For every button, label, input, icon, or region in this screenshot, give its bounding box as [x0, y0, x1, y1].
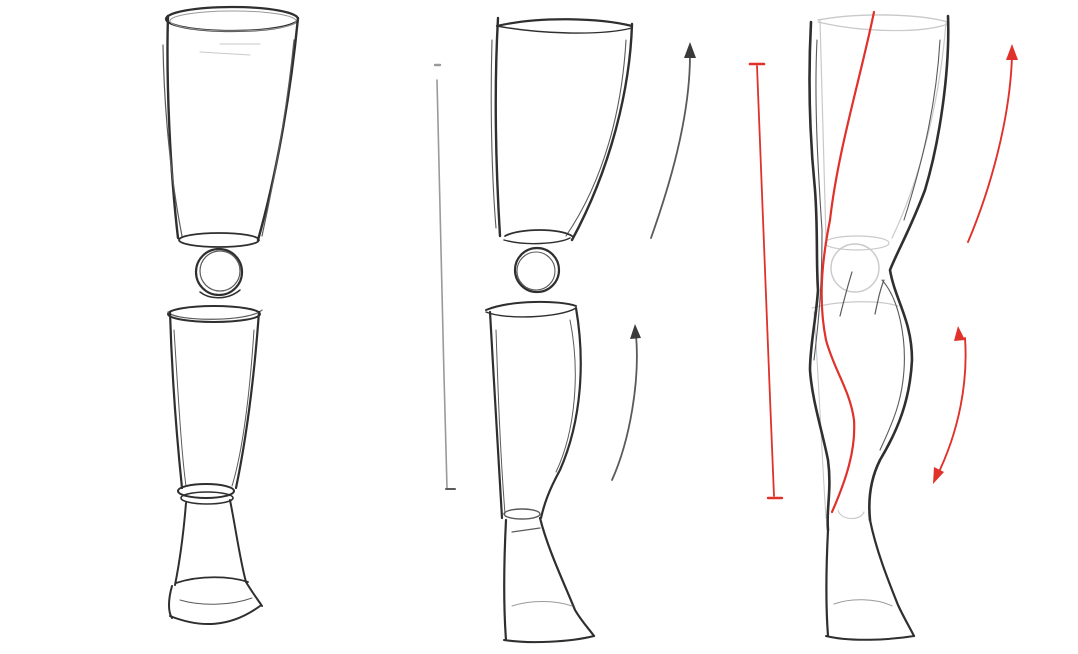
knee-sphere — [513, 246, 561, 294]
construction-underlay — [811, 14, 949, 520]
red-length-guide — [748, 62, 784, 500]
thigh-cylinder — [490, 16, 634, 245]
thigh-curve-arrow — [650, 42, 696, 239]
foot-block — [503, 516, 596, 644]
shin-cylinder — [167, 305, 263, 490]
panel-curved-forms — [433, 16, 696, 644]
panel-final-contour — [748, 10, 1018, 641]
shin-curve-arrow — [611, 324, 641, 481]
shin-cylinder — [485, 300, 582, 520]
panel-basic-forms — [162, 5, 300, 625]
length-guide — [433, 63, 456, 490]
ankle-ring — [177, 483, 235, 505]
red-shin-arrow — [933, 326, 967, 484]
knee-sphere — [194, 247, 244, 299]
red-rhythm-line — [820, 10, 876, 514]
leg-contour — [808, 14, 950, 641]
thigh-cylinder — [162, 5, 300, 248]
foot-block — [168, 499, 263, 625]
red-thigh-arrow — [967, 44, 1018, 243]
